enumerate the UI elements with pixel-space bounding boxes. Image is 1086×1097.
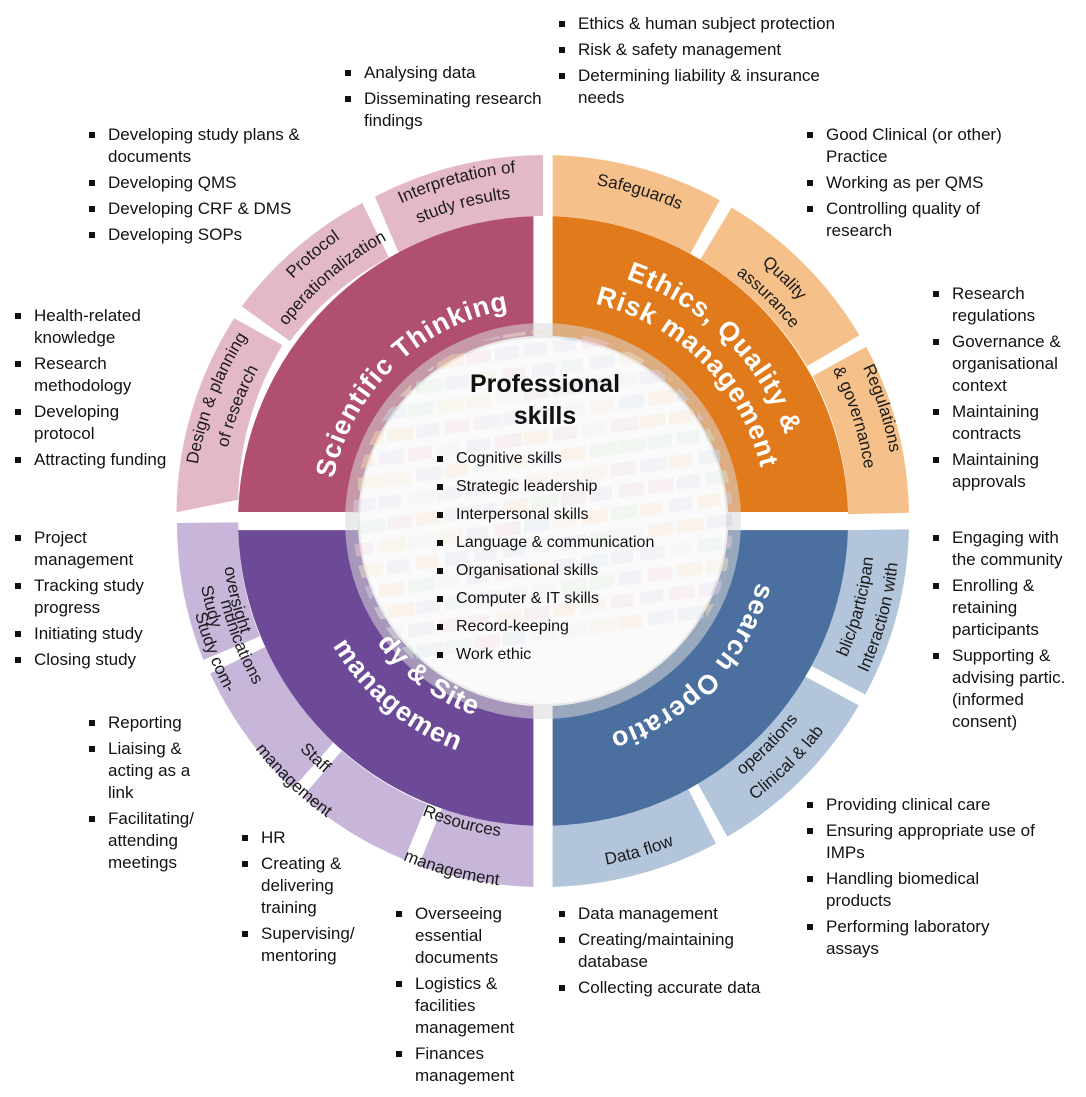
list-item: Controlling quality of research bbox=[804, 198, 1044, 242]
segment-clinical-lab-operations[interactable] bbox=[697, 676, 859, 837]
list-item: HR bbox=[239, 827, 369, 849]
list-item: Record-keeping bbox=[434, 617, 654, 637]
list-item: Disseminating research findings bbox=[342, 88, 542, 132]
list-item: Creating/maintaining database bbox=[556, 929, 766, 973]
list-item: Language & communication bbox=[434, 533, 654, 553]
list-item: Performing laboratory assays bbox=[804, 916, 1044, 960]
list-item: Ensuring appropriate use of IMPs bbox=[804, 820, 1044, 864]
segment-study-communications[interactable] bbox=[210, 646, 334, 789]
list-item: Supervising/ mentoring bbox=[239, 923, 369, 967]
list-item: Ethics & human subject protection bbox=[556, 13, 836, 35]
list-item: Work ethic bbox=[434, 645, 654, 665]
center-title-line1: Professional bbox=[469, 370, 621, 398]
list-item: Determining liability & insurance needs bbox=[556, 65, 836, 109]
segment-safeguards[interactable] bbox=[552, 155, 720, 254]
domain-research-operations[interactable] bbox=[552, 530, 848, 826]
list-item: Developing CRF & DMS bbox=[86, 198, 326, 220]
domain-ethics-quality-risk[interactable] bbox=[552, 216, 848, 512]
segment-staff-management[interactable] bbox=[302, 750, 427, 860]
list-item: Tracking study progress bbox=[12, 575, 182, 619]
segment-regulations-governance[interactable] bbox=[812, 346, 909, 515]
center-fade bbox=[360, 338, 726, 704]
list-item: Working as per QMS bbox=[804, 172, 1044, 194]
list-item: Cognitive skills bbox=[434, 449, 654, 469]
list-item: Handling biomedical products bbox=[804, 868, 1044, 912]
list-item: Providing clinical care bbox=[804, 794, 1044, 816]
outer-ring bbox=[176, 155, 909, 887]
list-item: Closing study bbox=[12, 649, 182, 671]
list-item: Attracting funding bbox=[12, 449, 172, 471]
segment-data-flow[interactable] bbox=[552, 789, 716, 887]
list-item: Developing QMS bbox=[86, 172, 326, 194]
list-item: Engaging with the community bbox=[930, 527, 1080, 571]
list-item: Initiating study bbox=[12, 623, 182, 645]
list-item: Research regulations bbox=[930, 283, 1080, 327]
list-item: Maintaining approvals bbox=[930, 449, 1080, 493]
list-item: Reporting bbox=[86, 712, 216, 734]
list-item: Overseeing essential documents bbox=[393, 903, 543, 969]
list-item: Health-related knowledge bbox=[12, 305, 172, 349]
domain-scientific-thinking[interactable] bbox=[238, 216, 534, 512]
list-item: Analysing data bbox=[342, 62, 542, 84]
list-item: Supporting & advising partic. (informed … bbox=[930, 645, 1080, 733]
list-item: Good Clinical (or other) Practice bbox=[804, 124, 1044, 168]
segment-resources-management[interactable] bbox=[418, 808, 534, 887]
segment-interaction-public[interactable] bbox=[810, 529, 909, 695]
segment-quality-assurance[interactable] bbox=[700, 207, 860, 367]
segment-protocol-operationalization[interactable] bbox=[241, 203, 389, 342]
list-item: Data management bbox=[556, 903, 766, 925]
list-item: Strategic leadership bbox=[434, 477, 654, 497]
center-title: Professional skills bbox=[430, 368, 660, 432]
center-title-line2: skills bbox=[513, 402, 577, 430]
list-item: Maintaining contracts bbox=[930, 401, 1080, 445]
segment-study-oversight[interactable] bbox=[176, 522, 260, 660]
list-item: Research methodology bbox=[12, 353, 172, 397]
domain-study-site-management[interactable] bbox=[238, 530, 534, 826]
segment-design-planning[interactable] bbox=[176, 318, 283, 513]
list-item: Liaising & acting as a link bbox=[86, 738, 216, 804]
list-item: Logistics & facilities management bbox=[393, 973, 543, 1039]
list-item: Creating & delivering training bbox=[239, 853, 369, 919]
list-item: Facilitating/ attending meetings bbox=[86, 808, 216, 874]
list-item: Developing protocol bbox=[12, 401, 172, 445]
list-item: Developing SOPs bbox=[86, 224, 326, 246]
list-item: Finances management bbox=[393, 1043, 543, 1087]
segment-interpretation-results[interactable] bbox=[374, 155, 543, 254]
list-item: Project management bbox=[12, 527, 182, 571]
list-item: Developing study plans & documents bbox=[86, 124, 326, 168]
list-item: Enrolling & retaining participants bbox=[930, 575, 1080, 641]
list-item: Interpersonal skills bbox=[434, 505, 654, 525]
list-item: Collecting accurate data bbox=[556, 977, 766, 999]
list-item: Governance & organisational context bbox=[930, 331, 1080, 397]
domain-ring bbox=[238, 216, 848, 826]
list-item: Computer & IT skills bbox=[434, 589, 654, 609]
list-item: Risk & safety management bbox=[556, 39, 836, 61]
list-item: Organisational skills bbox=[434, 561, 654, 581]
